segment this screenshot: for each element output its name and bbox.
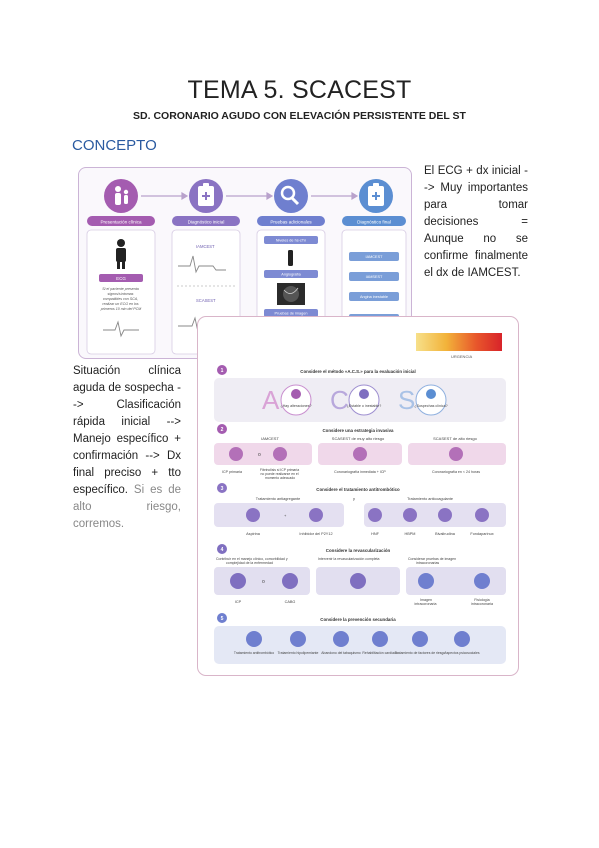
fig1-header-2: Diagnóstico inicial <box>188 220 225 225</box>
fig1-col4-item: IAMSEST <box>366 275 383 279</box>
step-number: 2 <box>221 427 224 433</box>
fig1-col4-item: IAMCEST <box>366 255 384 259</box>
treatment-item: HNF <box>371 532 379 536</box>
prevention-item: Abandono del tabaquismo <box>321 651 361 655</box>
svg-text:Si el paciente presenta: Si el paciente presenta signos/síntomas … <box>100 287 142 311</box>
strategy-group: IAMCEST <box>261 436 279 441</box>
note-right: El ECG + dx inicial --> Muy importantes … <box>424 165 528 279</box>
prevention-item: Aspectos psicosociales <box>444 651 479 655</box>
strategy-label: Coronariografía inmediata + ICP <box>334 470 386 474</box>
initial-diagnosis-icon <box>189 179 223 213</box>
section-heading: CONCEPTO <box>72 137 157 154</box>
fig1-col3-item: Pruebas de imagen <box>275 312 308 316</box>
strategy-label: ICP primaria <box>222 470 242 474</box>
svg-text:Fibrinolisis si ICP primaria: Fibrinolisis si ICP primaria no puede re… <box>260 468 300 480</box>
svg-text:Considerar pruebas de imagen: Considerar pruebas de imagen intracorona… <box>408 557 457 565</box>
revasc-subtitle: Intervenir la revascularización completa <box>318 557 380 561</box>
revasc-item: CABG <box>285 600 296 604</box>
note-left-text: Situación clínica aguda de sospecha --> … <box>73 365 181 496</box>
prevention-item: Tratamiento antitrombótico <box>234 651 274 655</box>
fig1-col1-line: signos/síntomas <box>108 292 134 296</box>
fig1-col4-item: Angina inestable <box>360 295 388 299</box>
svg-text:Contribuir en el manejo clínic: Contribuir en el manejo clínico, comorbi… <box>216 557 289 565</box>
prevention-item: Tratamiento de factores de riesgo <box>395 651 446 655</box>
strategy-group: SCASEST de muy alto riesgo <box>332 436 385 441</box>
page-subtitle: SD. CORONARIO AGUDO CON ELEVACIÓN PERSIS… <box>133 110 466 122</box>
fig1-header-3: Pruebas adicionales <box>270 220 312 225</box>
step-number: 1 <box>221 368 224 374</box>
fig1-col1-line: primeros 10 min del PCM <box>100 307 142 311</box>
step-number: 5 <box>221 616 224 622</box>
prevention-item: Tratamiento hipolipemiante <box>278 651 319 655</box>
step-number: 4 <box>221 547 224 553</box>
strategy-group: SCASEST de alto riesgo <box>433 436 478 441</box>
prevention-item: Rehabilitación cardíaca <box>362 651 397 655</box>
management-steps-figure: URGENCIA 1 Considere el método «A.C.S.» … <box>197 316 519 676</box>
acs-item: ¿Hay alteraciones? <box>281 404 312 408</box>
patient-figure-icon <box>116 239 126 269</box>
fig1-col3-item: Niveles de hs-cTn <box>276 239 306 243</box>
strategy-label: Coronariografía en < 24 horas <box>432 470 480 474</box>
fig1-col2-item: IAMCEST <box>196 244 215 249</box>
treatment-subtitle: Tratamiento anticoagulante <box>407 497 453 501</box>
fig1-header-4: Diagnóstico final <box>357 220 391 225</box>
step-title: Considere el método «A.C.S.» para la eva… <box>300 369 415 374</box>
acs-letter-s: S <box>398 385 415 415</box>
step-title: Considere el tratamiento antitrombótico <box>316 487 400 492</box>
note-left-muted: Si es de alto riesgo, corremos. <box>73 484 181 530</box>
search-icon <box>274 179 308 213</box>
note-left: Situación clínica aguda de sospecha --> … <box>73 363 181 533</box>
treatment-item: Bivalirudina <box>435 532 456 536</box>
step-title: Considere la revascularización <box>326 548 391 553</box>
fig1-header-1: Presentación clínica <box>100 220 142 225</box>
revasc-item: ICP <box>235 600 242 604</box>
svg-text:o: o <box>262 579 265 585</box>
svg-text:y: y <box>353 496 355 501</box>
step-title: Considere una estrategia invasiva <box>322 428 394 433</box>
treatment-item: Inhibidor del P2Y12 <box>299 532 332 536</box>
treatment-item: HBPM <box>405 532 416 536</box>
acs-letter-c: C <box>330 385 349 415</box>
fig1-col1-line: compatibles con SCA, <box>103 297 138 301</box>
treatment-item: Fondaparinux <box>470 532 493 536</box>
presentation-icon <box>104 179 138 213</box>
svg-text:+: + <box>284 513 287 518</box>
ecg-wave-icon <box>103 320 139 338</box>
step-title: Considere la prevención secundaria <box>320 617 396 622</box>
fig1-col2-item: SCASEST <box>196 298 216 303</box>
risk-label: URGENCIA <box>451 354 472 359</box>
page-title: TEMA 5. SCACEST <box>187 76 412 104</box>
fig1-col3-item: Angiografía <box>281 273 301 277</box>
fig1-col1-line: Si el paciente presenta <box>102 287 139 291</box>
treatment-item: Aspirina <box>246 532 261 536</box>
fig1-col1-line: realizar un ECG en los <box>102 302 138 306</box>
treatment-subtitle: Tratamiento antiagregante <box>256 497 300 501</box>
test-tube-icon <box>288 250 293 266</box>
acs-item: ¿Sospechas clínica? <box>414 404 447 408</box>
step-number: 3 <box>221 486 224 492</box>
final-diagnosis-icon <box>359 179 393 213</box>
st-elevation-wave-icon <box>178 255 226 274</box>
acs-item: ¿Estable o inestable? <box>347 404 382 408</box>
svg-text:o: o <box>258 452 261 458</box>
acs-letter-a: A <box>262 385 280 415</box>
fig1-ecg-tag: ECG <box>116 276 126 281</box>
risk-gradient-bar <box>416 333 502 351</box>
